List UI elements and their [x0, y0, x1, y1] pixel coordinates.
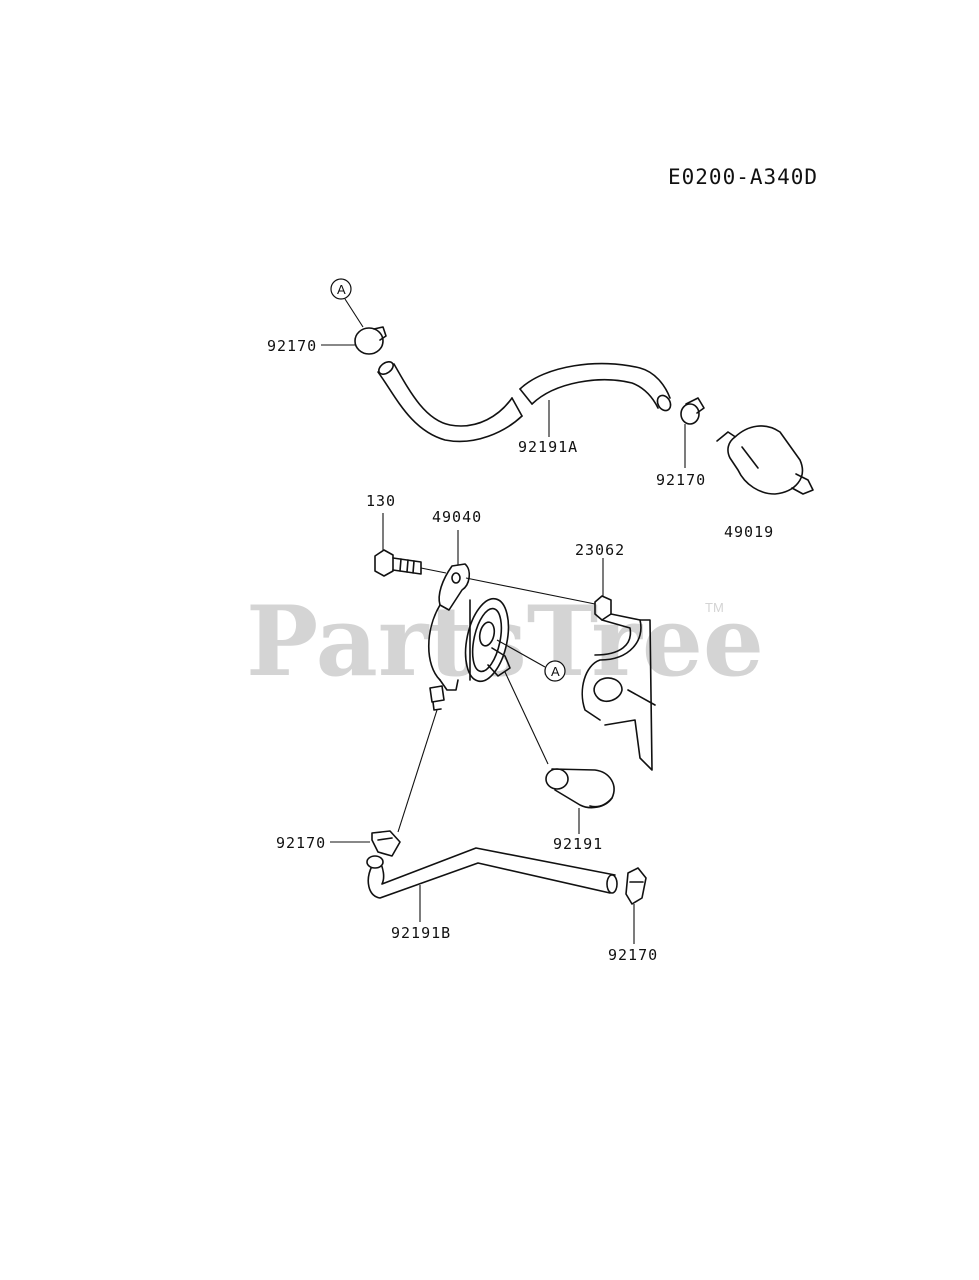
fuel-hose-upper[interactable] — [377, 359, 674, 443]
hose-clamp-lower-right[interactable] — [625, 867, 647, 905]
reference-marker-a-middle-label: A — [551, 664, 560, 679]
fuel-filter[interactable] — [716, 425, 814, 495]
pump-bracket[interactable] — [581, 595, 656, 771]
label-fuel-filter: 49019 — [724, 523, 774, 541]
hose-clamp-lower-left[interactable] — [371, 830, 401, 857]
label-hose-top: 92191A — [518, 438, 578, 456]
fuel-pump[interactable] — [427, 563, 516, 711]
reference-marker-a-middle: A — [496, 639, 566, 682]
label-bracket: 23062 — [575, 541, 625, 559]
hose-clamp-top[interactable] — [354, 326, 387, 355]
label-hose-elbow: 92191 — [553, 835, 603, 853]
label-clamp-lower-left: 92170 — [276, 834, 326, 852]
fuel-hose-elbow[interactable] — [504, 671, 615, 809]
leader-bolt-axis — [420, 567, 447, 574]
leader-pump-to-lower-clamp — [397, 709, 438, 833]
watermark-trademark: TM — [705, 600, 724, 615]
diagram-code: E0200-A340D — [668, 165, 818, 189]
label-fuel-pump: 49040 — [432, 508, 482, 526]
reference-marker-a-top-label: A — [337, 282, 346, 297]
label-clamp-top: 92170 — [267, 337, 317, 355]
hose-clamp-filter[interactable] — [680, 397, 705, 425]
label-clamp-filter: 92170 — [656, 471, 706, 489]
mounting-bolt[interactable] — [374, 549, 422, 577]
fuel-hose-lower[interactable] — [366, 847, 618, 899]
label-bolt: 130 — [366, 492, 396, 510]
leader-pump-to-bracket — [465, 577, 596, 605]
reference-marker-a-top: A — [330, 278, 364, 328]
label-hose-lower: 92191B — [391, 924, 451, 942]
label-clamp-lower-right: 92170 — [608, 946, 658, 964]
